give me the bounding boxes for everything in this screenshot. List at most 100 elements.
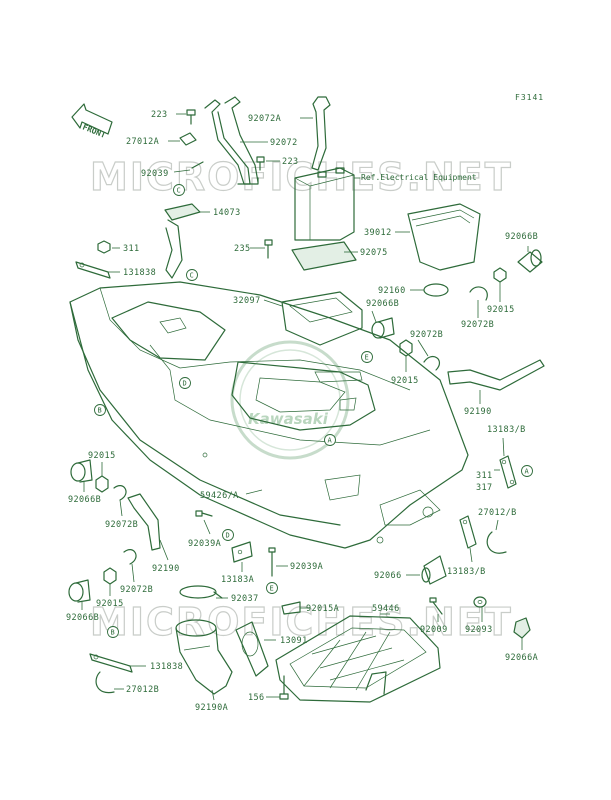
label-27012a: 27012A xyxy=(126,137,159,147)
nut-92015-l2 xyxy=(103,567,117,596)
bracket-13183b-top xyxy=(499,437,517,489)
callout-b-lower: B xyxy=(107,626,119,638)
callout-d-lower: D xyxy=(222,529,234,541)
label-92039-top: 92039 xyxy=(141,169,169,179)
clamp-92072b-l2 xyxy=(123,549,137,583)
label-27012b-l: 27012B xyxy=(126,685,159,695)
callout-a-right: A xyxy=(521,465,533,477)
plug-92066a xyxy=(513,617,531,650)
bolt-92039-top xyxy=(173,161,204,173)
bracket-131838-top xyxy=(75,261,120,279)
label-27012b-r: 27012/B xyxy=(478,508,517,518)
hose-92190-r xyxy=(447,359,545,404)
label-92066b-mid: 92066B xyxy=(366,299,399,309)
svg-text:C: C xyxy=(177,187,181,195)
callout-e-lower: E xyxy=(266,582,278,594)
label-92190-r: 92190 xyxy=(464,407,492,417)
washer-92093 xyxy=(473,596,487,622)
front-arrow-icon: FRONT xyxy=(71,103,113,140)
label-59426a: 59426/A xyxy=(200,491,239,501)
clamp-92037 xyxy=(179,585,228,599)
label-92066-r: 92066 xyxy=(374,571,402,581)
label-311-r: 311 xyxy=(476,471,493,481)
label-39012: 39012 xyxy=(364,228,392,238)
hull xyxy=(69,281,469,549)
nut-92015-r2 xyxy=(399,339,413,372)
storage-bucket-39012 xyxy=(395,203,481,271)
label-223-mid: 223 xyxy=(282,157,299,167)
reference-note: Ref.Electrical Equipment xyxy=(361,173,477,182)
svg-text:A: A xyxy=(328,437,333,445)
label-13183b-top: 13183/B xyxy=(487,425,526,435)
grommet-92066b-l1 xyxy=(70,459,93,492)
callout-d-hull: D xyxy=(179,377,191,389)
nut-311-top xyxy=(97,240,120,254)
label-317-r: 317 xyxy=(476,483,493,493)
nut-92015-r1 xyxy=(493,267,507,302)
label-92190a: 92190A xyxy=(195,703,228,713)
grommet-92066b-l2 xyxy=(68,579,91,610)
bolt-92039a-m xyxy=(268,547,288,577)
label-92072: 92072 xyxy=(270,138,298,148)
svg-text:A: A xyxy=(525,468,530,476)
label-92072b-r2: 92072B xyxy=(410,330,443,340)
callout-e-hull: E xyxy=(361,351,373,363)
label-92066b-top: 92066B xyxy=(505,232,538,242)
label-92015-l2: 92015 xyxy=(96,599,124,609)
hose-92190-l xyxy=(127,493,169,561)
bracket-131838-bot xyxy=(89,653,146,673)
bolt-156 xyxy=(266,675,289,700)
fitting-92066 xyxy=(406,555,447,585)
label-92015a: 92015A xyxy=(306,604,339,614)
svg-text:C: C xyxy=(190,272,194,280)
bolt-92009 xyxy=(429,597,443,622)
bolt-92039a-l xyxy=(195,510,213,535)
label-92037: 92037 xyxy=(231,594,259,604)
bolt-235 xyxy=(250,239,273,259)
label-92072b-r: 92072B xyxy=(461,320,494,330)
label-92190-l: 92190 xyxy=(152,564,180,574)
label-59446: 59446 xyxy=(372,604,400,614)
clamp-92072b-l xyxy=(113,485,127,517)
label-13183a: 13183A xyxy=(221,575,254,585)
label-223-top: 223 xyxy=(151,110,168,120)
label-92009: 92009 xyxy=(420,625,448,635)
bracket-13183a xyxy=(231,541,253,572)
label-311-top: 311 xyxy=(123,244,140,254)
svg-text:E: E xyxy=(270,585,274,593)
label-92066a: 92066A xyxy=(505,653,538,663)
label-92015-l1: 92015 xyxy=(88,451,116,461)
label-92066b-l2: 92066B xyxy=(66,613,99,623)
svg-text:D: D xyxy=(226,532,230,540)
label-14073: 14073 xyxy=(213,208,241,218)
label-92075: 92075 xyxy=(360,248,388,258)
label-156: 156 xyxy=(248,693,265,703)
pad-92075 xyxy=(291,241,358,271)
label-92039a-l: 92039A xyxy=(188,539,221,549)
battery-strap-92072a xyxy=(300,96,331,171)
label-92093: 92093 xyxy=(465,625,493,635)
duct-92190a xyxy=(175,619,233,701)
label-13091: 13091 xyxy=(280,636,308,646)
skid-plate-59446 xyxy=(275,613,441,703)
figure-code: F3141 xyxy=(515,93,544,102)
label-92072a: 92072A xyxy=(248,114,281,124)
bracket-92015a xyxy=(281,601,310,615)
clip-27012a xyxy=(168,132,197,146)
bolt-223-top xyxy=(176,109,196,125)
label-235: 235 xyxy=(234,244,251,254)
label-92160: 92160 xyxy=(378,286,406,296)
label-92015-r2: 92015 xyxy=(391,376,419,386)
label-92072b-l2: 92072B xyxy=(120,585,153,595)
grommet-92066b-top xyxy=(517,246,543,273)
callout-c-lower: C xyxy=(186,269,198,281)
kawasaki-logo-text: Kawasaki xyxy=(248,410,329,428)
label-92066b-l1: 92066B xyxy=(68,495,101,505)
nut-92015-l1 xyxy=(95,462,109,493)
bracket-13183b-bot xyxy=(459,515,477,563)
callout-a-hull: A xyxy=(324,434,336,446)
battery xyxy=(294,167,360,241)
label-32097: 32097 xyxy=(233,296,261,306)
